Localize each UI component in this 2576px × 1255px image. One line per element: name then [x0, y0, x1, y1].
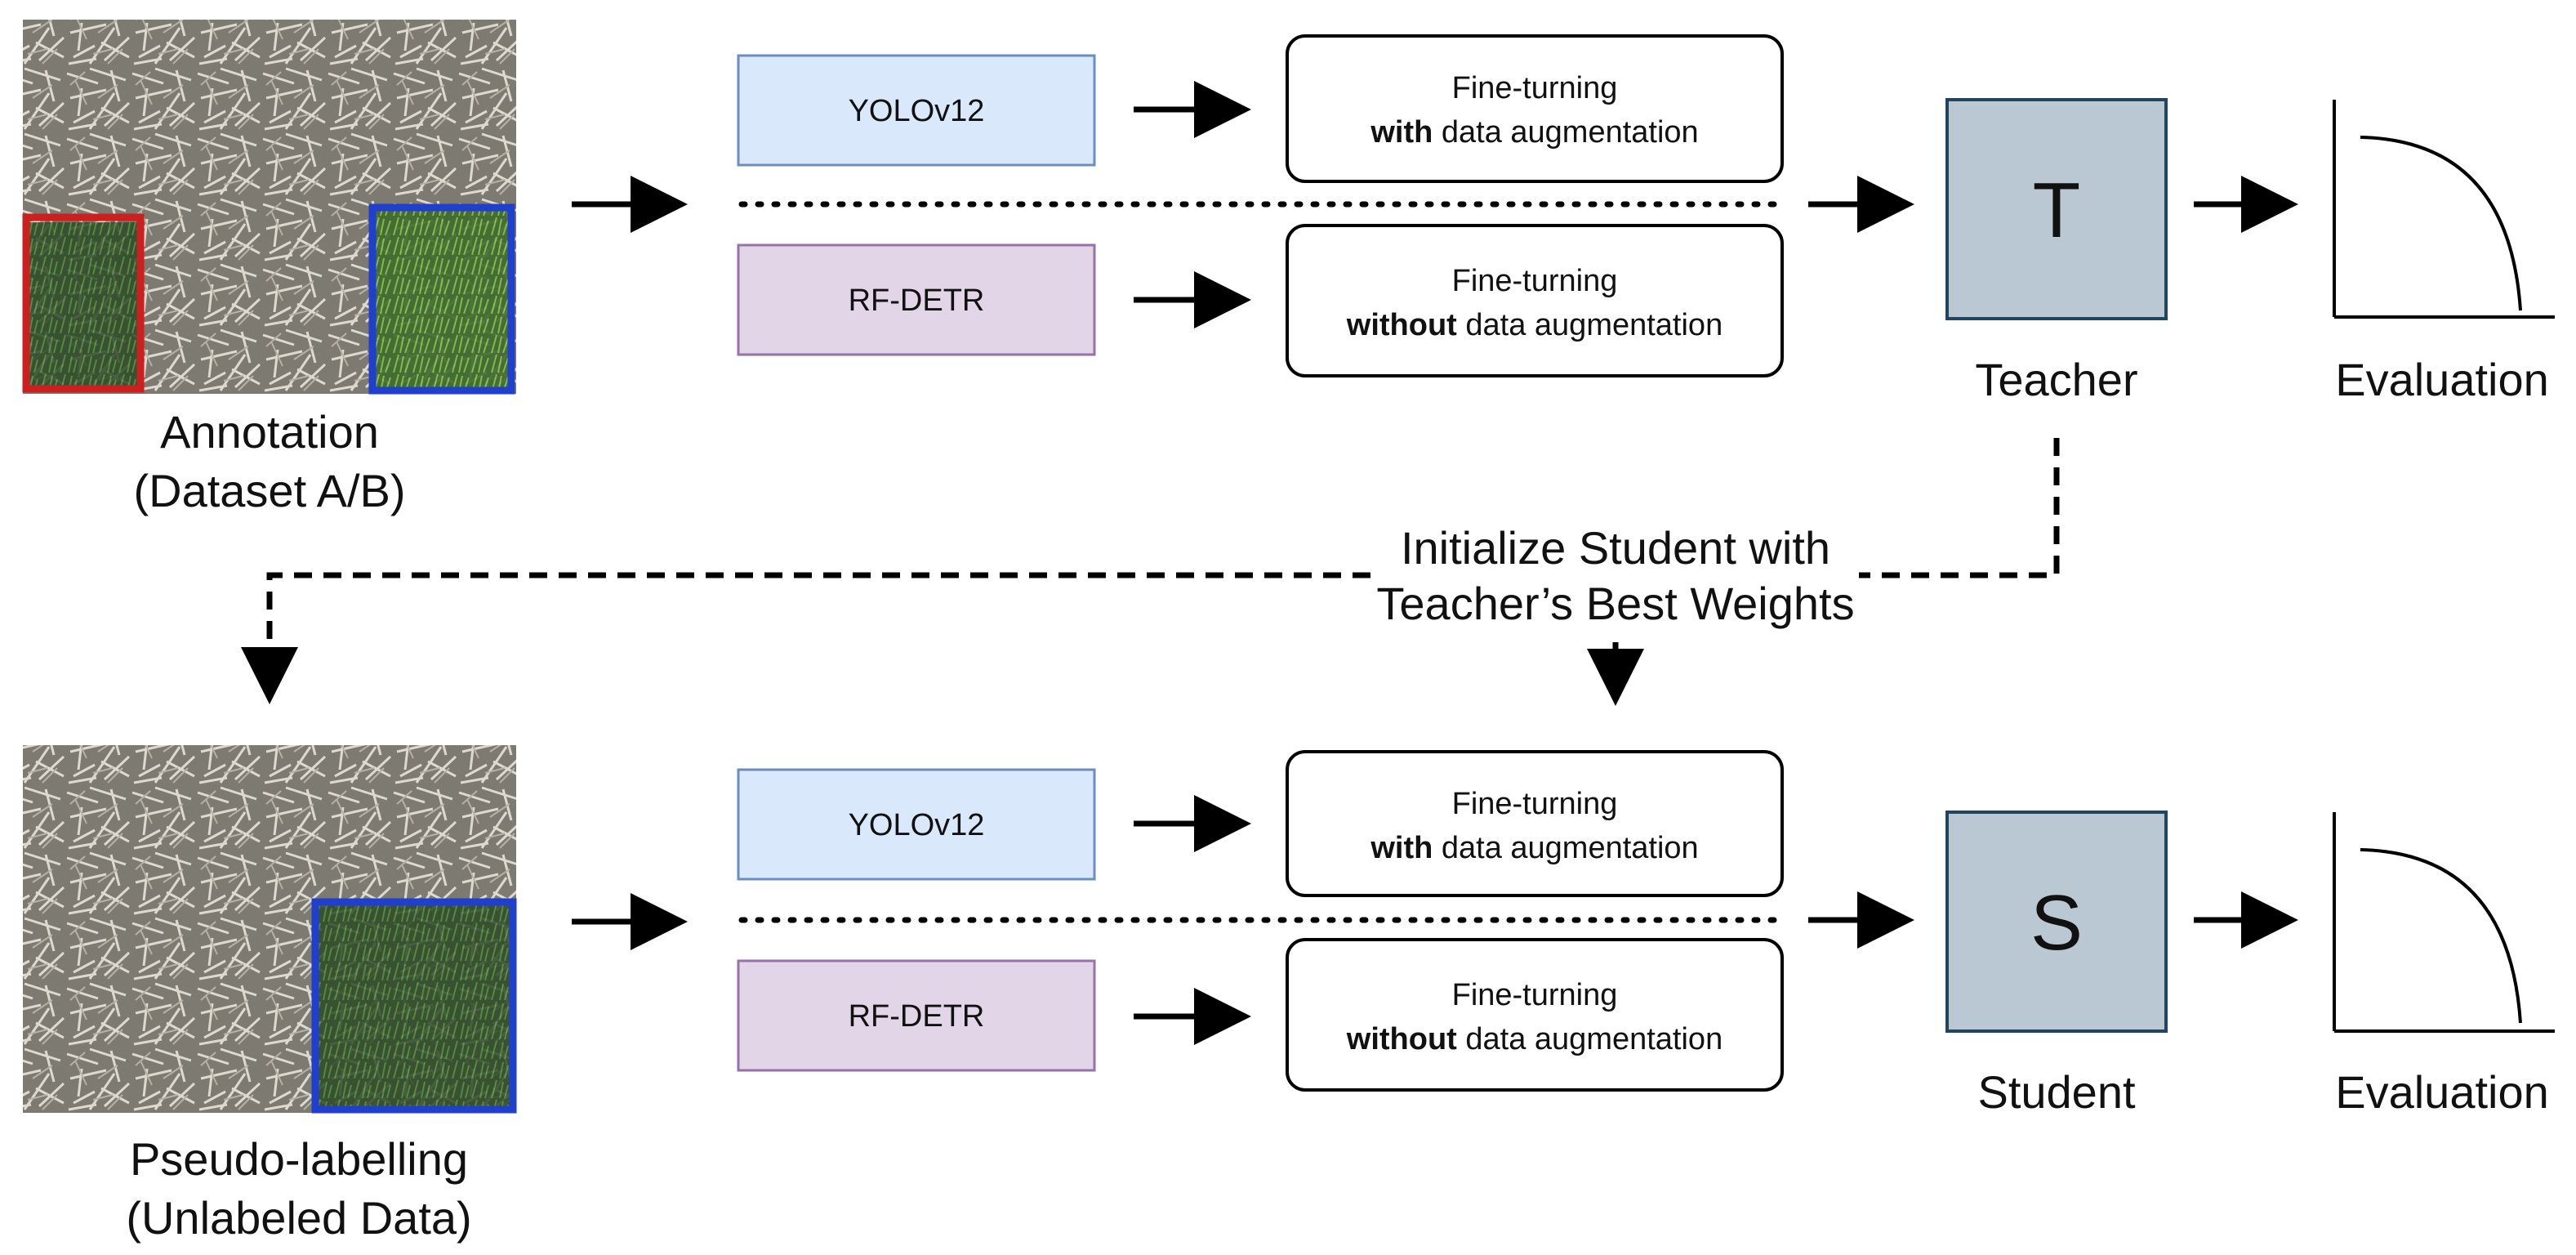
finetune-with-line1: Fine-turning — [1452, 71, 1618, 105]
finetune-with-line2: with data augmentation — [1370, 831, 1698, 865]
finetune-with-line2: with data augmentation — [1370, 115, 1698, 150]
annotation-caption-sub: (Dataset A/B) — [133, 465, 405, 516]
init-text-line2: Teacher’s Best Weights — [1376, 578, 1854, 629]
red-bounding-box — [22, 213, 145, 393]
finetune-without-box — [1286, 224, 1784, 377]
teacher-letter: T — [2033, 167, 2081, 254]
weed-patch-blue — [374, 211, 508, 387]
finetune-without-line2: without data augmentation — [1346, 1022, 1723, 1056]
evaluation-label-bottom: Evaluation — [2335, 1066, 2549, 1118]
yolo-box — [737, 768, 1096, 881]
student-letter: S — [2030, 879, 2083, 967]
rfdetr-box — [737, 243, 1096, 356]
annotation-image — [22, 20, 516, 395]
finetune-with-box — [1286, 750, 1784, 897]
rfdetr-box — [737, 959, 1096, 1072]
rfdetr-label: RF-DETR — [849, 999, 985, 1034]
evaluation-curve-bottom — [2333, 812, 2555, 1033]
yolo-label: YOLOv12 — [849, 94, 985, 128]
student-label: Student — [1977, 1066, 2135, 1118]
init-text-background — [1374, 523, 1859, 634]
finetune-with-box — [1286, 34, 1784, 183]
init-connector: Initialize Student with Teacher’s Best W… — [241, 438, 2060, 706]
weed-patch-blue — [317, 905, 511, 1108]
dashed-path-teacher-to-student — [241, 438, 2060, 704]
evaluation-curve-top — [2333, 100, 2555, 319]
pseudo-label-image — [23, 745, 517, 1114]
finetune-without-box — [1286, 938, 1784, 1092]
teacher-label: Teacher — [1975, 354, 2137, 405]
finetune-with-line1: Fine-turning — [1452, 787, 1618, 821]
evaluation-label-top: Evaluation — [2335, 354, 2549, 405]
teacher-box — [1945, 98, 2168, 320]
student-row: Pseudo-labelling (Unlabeled Data) YOLOv1… — [23, 745, 2555, 1244]
finetune-without-line2: without data augmentation — [1346, 308, 1723, 342]
weed-patch-red — [28, 222, 139, 386]
finetune-without-line1: Fine-turning — [1452, 978, 1618, 1012]
teacher-row: Annotation (Dataset A/B) YOLOv12 RF-DETR… — [22, 20, 2555, 516]
student-box — [1945, 811, 2168, 1033]
annotation-caption: Annotation — [160, 406, 379, 458]
blue-bounding-box — [368, 203, 515, 395]
yolo-box — [737, 54, 1096, 167]
rfdetr-label: RF-DETR — [849, 284, 985, 318]
pseudo-label-caption: Pseudo-labelling — [130, 1133, 468, 1185]
pseudo-label-caption-sub: (Unlabeled Data) — [126, 1192, 471, 1244]
finetune-without-line1: Fine-turning — [1452, 264, 1618, 298]
yolo-label: YOLOv12 — [849, 808, 985, 842]
init-text-line1: Initialize Student with — [1401, 522, 1830, 574]
blue-bounding-box — [311, 898, 517, 1114]
